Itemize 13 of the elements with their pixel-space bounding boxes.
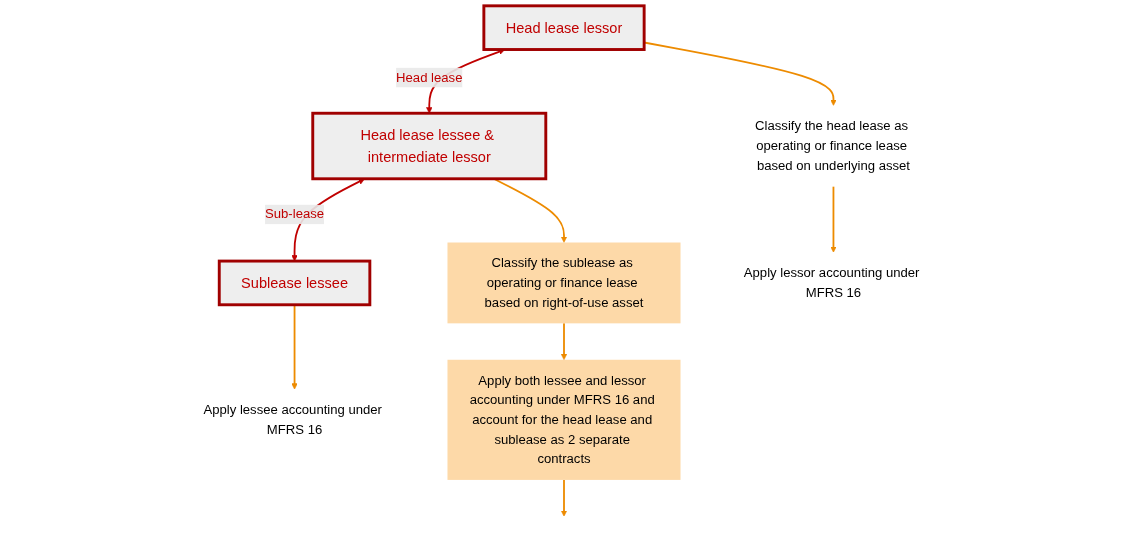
node-box: Apply both lessee and lessor accounting under MFRS 16 and account for the head lease and sublease as 2 separate contracts [447, 359, 680, 480]
node-box: Classify the sublease as operating or finance lease based on right-of-use asset [447, 242, 680, 324]
node-text: Apply lessor accounting under MFRS 16 [743, 265, 919, 300]
arrow [560, 322, 567, 361]
edge-label: Sub-lease [264, 206, 324, 222]
node-text: Classify the head lease as operating or finance lease based on underlying asset [754, 118, 910, 173]
arrow [560, 479, 567, 517]
node-box: Sublease lessee [217, 259, 371, 307]
node-box: Head lease lessee & intermediate lessor [310, 111, 547, 181]
edge-label: Head lease [395, 69, 462, 85]
node-text: Apply lessee accounting under MFRS 16 [202, 402, 382, 437]
arrow [829, 185, 837, 253]
node-box: Head lease lessor [481, 4, 646, 51]
